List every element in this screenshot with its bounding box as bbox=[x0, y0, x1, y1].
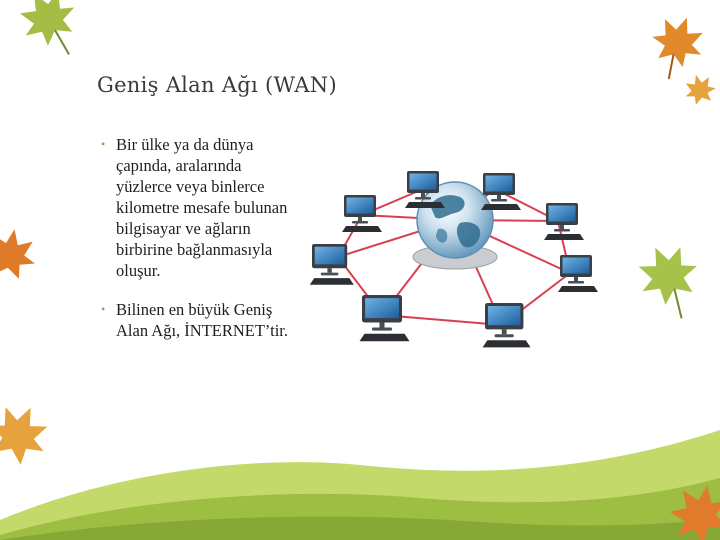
computer-icon bbox=[342, 195, 382, 232]
maple-leaf-icon bbox=[681, 71, 719, 107]
bullet-marker: • bbox=[101, 299, 105, 320]
computer-icon bbox=[310, 244, 354, 285]
computer-icon bbox=[483, 303, 531, 347]
bullet-list: • Bir ülke ya da dünya çapında, araların… bbox=[100, 134, 300, 359]
globe-icon bbox=[417, 182, 493, 258]
computer-icon bbox=[481, 173, 521, 210]
maple-leaf-icon bbox=[641, 9, 712, 87]
bullet-item: • Bir ülke ya da dünya çapında, araların… bbox=[100, 134, 300, 281]
computer-icon bbox=[558, 255, 598, 292]
bullet-marker: • bbox=[101, 134, 105, 155]
bullet-item: • Bilinen en büyük Geniş Alan Ağı, İNTER… bbox=[100, 299, 300, 341]
computer-icon bbox=[544, 203, 584, 240]
computer-icon bbox=[360, 295, 410, 341]
maple-leaf-icon bbox=[0, 395, 58, 471]
bullet-text: Bir ülke ya da dünya çapında, aralarında… bbox=[116, 135, 287, 280]
maple-leaf-icon bbox=[0, 225, 40, 281]
maple-leaf-icon bbox=[10, 0, 93, 68]
maple-leaf-icon bbox=[628, 235, 714, 328]
wan-network-diagram bbox=[300, 165, 620, 370]
slide-title: Geniş Alan Ağı (WAN) bbox=[97, 73, 337, 97]
bullet-text: Bilinen en büyük Geniş Alan Ağı, İNTERNE… bbox=[116, 300, 288, 340]
computer-icon bbox=[405, 171, 445, 208]
